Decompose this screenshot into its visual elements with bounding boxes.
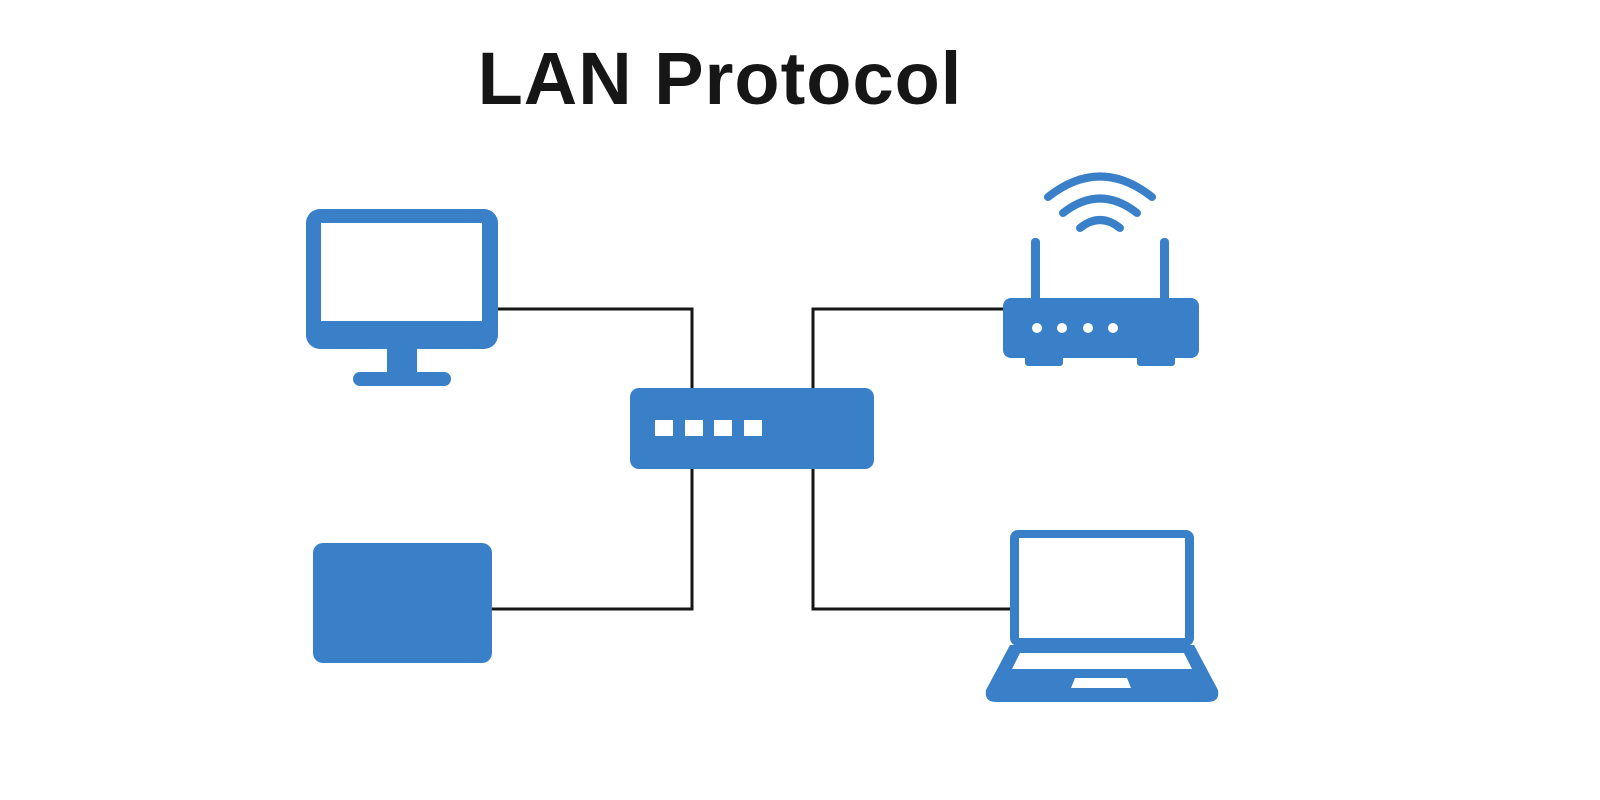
laptop-icon[interactable]: [985, 530, 1219, 702]
connection-tablet-switch: [488, 468, 694, 611]
connection-switch-laptop: [811, 468, 1010, 611]
router-antenna: [1031, 238, 1040, 304]
network-switch-icon[interactable]: [630, 388, 874, 469]
connection-desktop-switch: [484, 307, 694, 390]
switch-port: [714, 420, 732, 436]
tablet-device-icon[interactable]: [313, 543, 492, 663]
wireless-router-icon[interactable]: [1003, 172, 1199, 367]
switch-port: [685, 420, 703, 436]
diagram-title: LAN Protocol: [477, 37, 963, 120]
router-light: [1108, 323, 1118, 333]
router-antenna: [1160, 238, 1169, 304]
router-lights: [1032, 323, 1118, 333]
router-light: [1057, 323, 1067, 333]
switch-port: [655, 420, 673, 436]
connections: [484, 307, 1010, 611]
wifi-icon: [1044, 172, 1156, 232]
router-light: [1083, 323, 1093, 333]
switch-port: [744, 420, 762, 436]
switch-ports: [655, 420, 762, 436]
router-light: [1032, 323, 1042, 333]
connection-switch-router: [811, 307, 1003, 390]
desktop-monitor-icon[interactable]: [306, 209, 498, 386]
